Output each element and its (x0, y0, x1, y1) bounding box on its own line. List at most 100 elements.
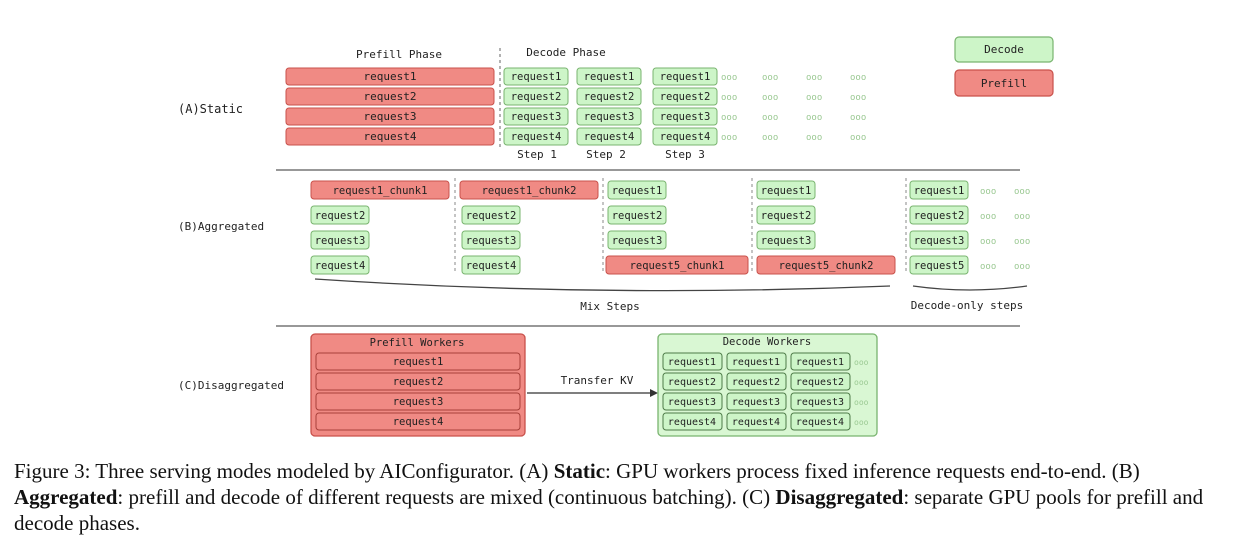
legend-prefill-box (954, 69, 1054, 97)
static-prefill-label: request2 (364, 90, 417, 103)
agg-decode-label: request4 (466, 260, 517, 272)
legend-decode-label: Decode (984, 43, 1024, 56)
svg-text:ooo: ooo (721, 93, 737, 103)
decode-worker-label: request4 (732, 417, 780, 428)
agg-decode-label: request3 (761, 235, 812, 247)
caption-agg-prefix: (B) (1111, 459, 1140, 483)
svg-text:ooo: ooo (1014, 262, 1030, 272)
svg-text:ooo: ooo (850, 73, 866, 83)
aggregated-section: (B)Aggregated request1_chunk1 request2 r… (178, 178, 1030, 313)
svg-text:ooo: ooo (1014, 212, 1030, 222)
agg-decode-label: request2 (612, 210, 663, 222)
svg-text:ooo: ooo (854, 358, 869, 367)
static-decode-label: request2 (660, 91, 711, 103)
agg-decode-box (461, 230, 521, 250)
static-decode-box (503, 87, 569, 106)
agg-prefill-chunk-label: request5_chunk1 (630, 260, 725, 272)
static-decode-label: request3 (511, 111, 562, 123)
prefill-worker-request (315, 372, 521, 391)
static-prefill-title: Prefill Phase (356, 48, 442, 61)
svg-text:ooo: ooo (980, 262, 996, 272)
static-decode-label: request4 (584, 131, 635, 143)
step-label: Step 3 (665, 148, 705, 161)
decode-worker-label: request4 (796, 417, 844, 428)
decode-worker-label: request1 (796, 357, 844, 368)
caption-aggregated-desc: : prefill and decode of different reques… (117, 485, 776, 509)
static-prefill-label: request4 (364, 130, 417, 143)
agg-decode-box (909, 180, 969, 200)
svg-text:ooo: ooo (854, 398, 869, 407)
agg-prefill-chunk (605, 255, 749, 275)
agg-decode-box (607, 205, 667, 225)
agg-decode-label: request3 (466, 235, 517, 247)
static-decode-label: request1 (660, 71, 711, 83)
disaggregated-section: (C)Disaggregated Prefill Workers request… (178, 333, 878, 437)
svg-text:ooo: ooo (1014, 187, 1030, 197)
step-label: Step 1 (517, 148, 557, 161)
figure-caption: Figure 3: Three serving modes modeled by… (14, 458, 1226, 536)
svg-text:ooo: ooo (721, 133, 737, 143)
legend-prefill-label: Prefill (981, 77, 1027, 90)
svg-text:ooo: ooo (762, 73, 778, 83)
agg-prefill-chunk (459, 180, 599, 200)
static-decode-box (503, 107, 569, 126)
decode-worker-label: request3 (732, 397, 780, 408)
disaggregated-label: (C)Disaggregated (178, 379, 284, 392)
decode-worker-request (726, 392, 787, 411)
agg-decode-label: request2 (466, 210, 517, 222)
agg-decode-label: request3 (315, 235, 366, 247)
decode-worker-label: request4 (668, 417, 716, 428)
decode-worker-request (726, 412, 787, 431)
agg-decode-label: request5 (914, 260, 965, 272)
agg-prefill-chunk-label: request5_chunk2 (779, 260, 874, 272)
decode-worker-label: request1 (668, 357, 716, 368)
svg-text:ooo: ooo (850, 93, 866, 103)
agg-decode-label: request4 (315, 260, 366, 272)
static-decode-title: Decode Phase (526, 46, 605, 59)
decode-worker-label: request3 (668, 397, 716, 408)
static-decode-box (576, 67, 642, 86)
step-label: Step 2 (586, 148, 626, 161)
decode-only-label: Decode-only steps (911, 299, 1024, 312)
static-decode-box (576, 107, 642, 126)
decode-worker-request (790, 412, 851, 431)
agg-prefill-chunk (310, 180, 450, 200)
agg-prefill-chunk-label: request1_chunk1 (333, 185, 428, 197)
static-prefill-bar (285, 87, 495, 106)
svg-text:ooo: ooo (1014, 237, 1030, 247)
svg-text:ooo: ooo (854, 418, 869, 427)
decode-worker-label: request1 (732, 357, 780, 368)
decode-worker-request (790, 392, 851, 411)
static-decode-box (652, 127, 718, 146)
decode-worker-request (726, 352, 787, 371)
agg-decode-label: request2 (315, 210, 366, 222)
agg-decode-label: request1 (914, 185, 965, 197)
static-decode-box (652, 107, 718, 126)
svg-text:ooo: ooo (806, 73, 822, 83)
svg-text:ooo: ooo (721, 73, 737, 83)
agg-decode-label: request2 (761, 210, 812, 222)
agg-decode-box (607, 230, 667, 250)
decode-only-brace (912, 285, 1028, 291)
decode-worker-request (662, 412, 723, 431)
decode-workers-title: Decode Workers (723, 336, 812, 348)
caption-disaggregated-desc: : separate GPU pools for prefill and dec… (14, 485, 1204, 535)
prefill-worker-request (315, 392, 521, 411)
static-decode-label: request1 (584, 71, 635, 83)
agg-decode-box (909, 230, 969, 250)
agg-decode-box (756, 180, 816, 200)
caption-disaggregated-term: Disaggregated (775, 485, 904, 509)
mix-steps-label: Mix Steps (580, 300, 640, 313)
agg-decode-box (909, 255, 969, 275)
svg-text:ooo: ooo (762, 133, 778, 143)
svg-text:ooo: ooo (806, 133, 822, 143)
agg-decode-box (909, 205, 969, 225)
agg-prefill-chunk-label: request1_chunk2 (482, 185, 577, 197)
static-decode-box (652, 87, 718, 106)
agg-decode-box (461, 255, 521, 275)
svg-text:ooo: ooo (980, 237, 996, 247)
decode-worker-label: request2 (796, 377, 844, 388)
agg-decode-box (310, 255, 370, 275)
